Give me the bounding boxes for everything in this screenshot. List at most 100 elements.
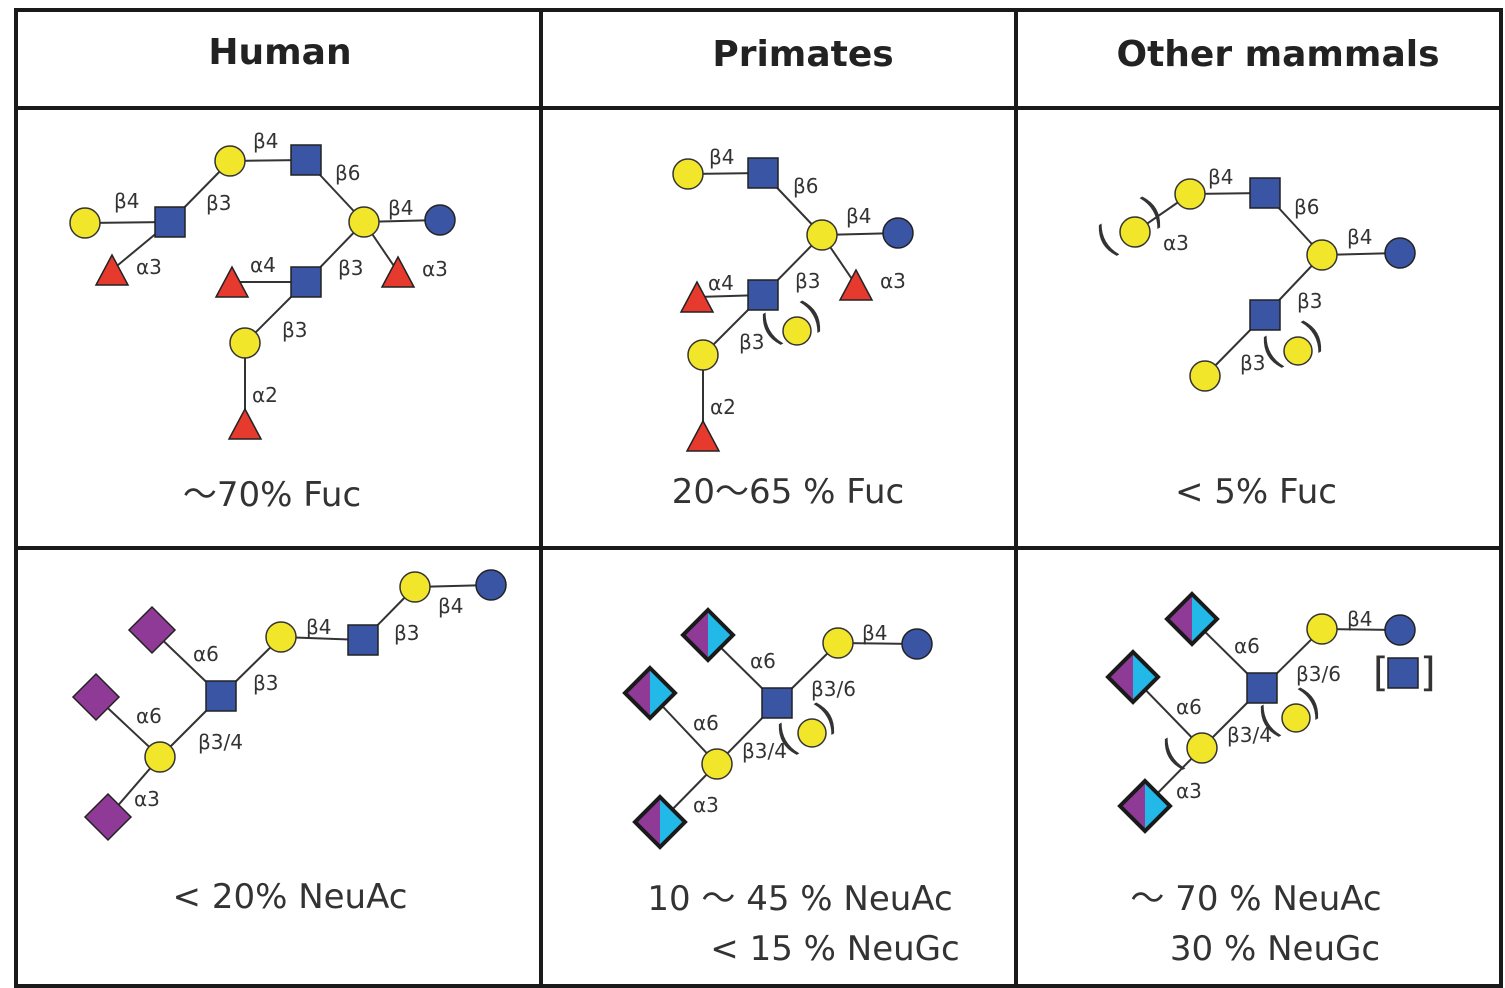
caption-primates-neuac: 10 ～ 45 % NeuAc — [647, 879, 952, 919]
glcnac-square-icon — [747, 279, 779, 311]
link-label: β6 — [1294, 195, 1320, 219]
galactose-circle-icon — [214, 145, 246, 177]
link-label: β3 — [1297, 289, 1323, 313]
fucose-triangle-icon — [679, 280, 715, 313]
bracket-icon: ( — [1154, 731, 1191, 779]
glcnac-square-icon — [347, 624, 379, 656]
caption-primates-neugc: < 15 % NeuGc — [710, 929, 959, 969]
glcnac-square-icon — [290, 266, 322, 298]
link-label: β3 — [394, 621, 420, 645]
glycan-human-fuc: β4 β3 β4 β6 β4 α3 α4 β3 α3 β3 α2 — [69, 129, 456, 440]
fucose-triangle-icon — [685, 419, 721, 452]
link-label: α3 — [1163, 231, 1189, 255]
link-label: β4 — [253, 129, 279, 153]
link-label: α6 — [750, 649, 776, 673]
header-other-mammals: Other mammals — [1116, 34, 1439, 75]
link-label: α3 — [880, 269, 906, 293]
link-label: β4 — [1208, 165, 1234, 189]
galactose-circle-icon — [265, 621, 297, 653]
caption-other-fuc: < 5% Fuc — [1175, 472, 1337, 512]
glucose-circle-icon — [882, 217, 914, 249]
glycan-other-neu: β4 α6 β3/6 α6 β3/4 α3 [ ] ( ( ) — [1105, 591, 1436, 834]
link-label: α3 — [1176, 779, 1202, 803]
glycan-primates-neu: β4 α6 β3/6 α6 β3/4 α3 ( ) — [622, 607, 933, 850]
link-label: α2 — [252, 383, 278, 407]
link-label: α3 — [693, 793, 719, 817]
caption-human-fuc: ～70% Fuc — [183, 475, 361, 515]
glcnac-square-icon — [1246, 672, 1278, 704]
galactose-circle-icon — [1306, 613, 1338, 645]
galactose-circle-icon — [1306, 239, 1338, 271]
link-label: β3 — [206, 191, 232, 215]
galactose-circle-icon — [701, 748, 733, 780]
link-label: α6 — [693, 711, 719, 735]
neuac-neugc-diamond-icon — [1105, 649, 1161, 705]
glycan-human-neu: β4 β4 β3 β3 α6 α6 β3/4 α3 — [71, 569, 507, 842]
link-label: β3/6 — [811, 677, 856, 701]
link-label: β4 — [846, 204, 872, 228]
glcnac-square-icon — [747, 157, 779, 189]
galactose-circle-icon — [1186, 732, 1218, 764]
link-label: α6 — [193, 642, 219, 666]
glucose-circle-icon — [901, 628, 933, 660]
galactose-circle-icon — [687, 339, 719, 371]
fucose-triangle-icon — [94, 253, 130, 286]
galactose-circle-icon — [782, 316, 812, 346]
link-label: β4 — [438, 594, 464, 618]
galactose-circle-icon — [797, 718, 827, 748]
glcnac-square-icon — [761, 687, 793, 719]
galactose-circle-icon — [229, 327, 261, 359]
bracket-icon: ] — [1420, 650, 1436, 696]
glcnac-square-icon — [290, 144, 322, 176]
neuac-neugc-diamond-icon — [632, 794, 688, 850]
link-label: β4 — [1347, 607, 1373, 631]
galactose-circle-icon — [348, 206, 380, 238]
neuac-neugc-diamond-icon — [680, 607, 736, 663]
fucose-triangle-icon — [214, 265, 250, 298]
glcnac-square-icon — [205, 680, 237, 712]
link-label: β3 — [282, 318, 308, 342]
glcnac-square-icon — [154, 206, 186, 238]
neuac-neugc-diamond-icon — [1117, 778, 1173, 834]
glucose-circle-icon — [424, 204, 456, 236]
fucose-triangle-icon — [380, 255, 416, 288]
glcnac-square-icon — [1249, 299, 1281, 331]
link-label: β6 — [335, 161, 361, 185]
glucose-circle-icon — [475, 569, 507, 601]
link-label: β3 — [1240, 351, 1266, 375]
link-label: β3/6 — [1296, 662, 1341, 686]
bracket-icon: [ — [1373, 650, 1389, 696]
galactose-circle-icon — [1281, 703, 1311, 733]
glycan-other-fuc: β4 α3 β6 β4 β3 β3 ( ) ( ) — [1088, 165, 1416, 392]
neuac-diamond-icon — [83, 792, 133, 842]
galactose-circle-icon — [1189, 360, 1221, 392]
caption-primates-fuc: 20～65 % Fuc — [672, 472, 904, 512]
glucose-circle-icon — [1384, 614, 1416, 646]
galactose-circle-icon — [399, 571, 431, 603]
link-label: β4 — [1347, 225, 1373, 249]
galactose-circle-icon — [672, 158, 704, 190]
link-label: α6 — [136, 704, 162, 728]
link-label: β3 — [338, 256, 364, 280]
bracket-icon: ( — [1088, 217, 1125, 265]
fucose-triangle-icon — [227, 407, 263, 440]
link-label: α6 — [1234, 634, 1260, 658]
neuac-neugc-diamond-icon — [1164, 591, 1220, 647]
header-primates: Primates — [712, 34, 893, 75]
link-label: β4 — [114, 189, 140, 213]
neuac-diamond-icon — [71, 672, 121, 722]
glcnac-square-icon — [1387, 657, 1419, 689]
link-label: β3 — [253, 671, 279, 695]
link-label: β4 — [709, 145, 735, 169]
galactose-circle-icon — [1174, 178, 1206, 210]
header-human: Human — [208, 32, 351, 73]
fucose-triangle-icon — [838, 268, 874, 301]
link-label: α3 — [422, 257, 448, 281]
glcnac-square-icon — [1249, 177, 1281, 209]
link-label: α3 — [134, 787, 160, 811]
glycan-primates-fuc: β4 β6 β4 α4 β3 α3 β3 α2 ( ) — [672, 145, 914, 452]
link-label: β3 — [795, 269, 821, 293]
link-label: β3/4 — [742, 739, 787, 763]
galactose-circle-icon — [1283, 336, 1313, 366]
neuac-diamond-icon — [127, 605, 177, 655]
